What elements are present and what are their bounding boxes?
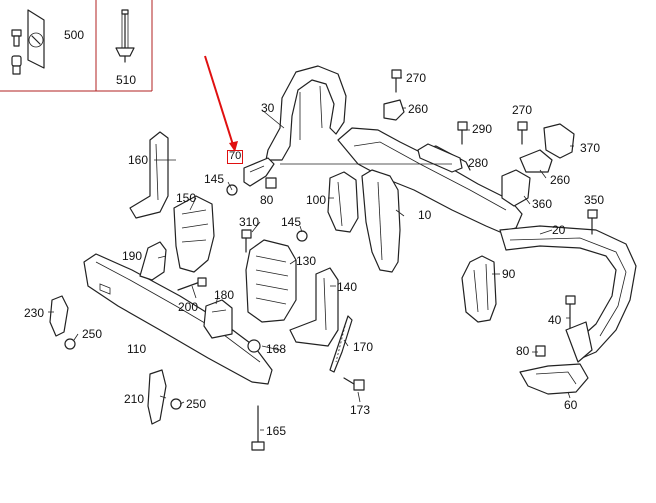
callout-200[interactable]: 200 — [178, 300, 199, 314]
callout-145-center[interactable]: 145 — [281, 215, 302, 229]
part-70-highlight-box — [227, 150, 243, 164]
part-70-bracket — [243, 157, 275, 187]
part-60-bracket — [519, 321, 593, 395]
callout-168[interactable]: 168 — [266, 342, 287, 356]
bolt-173 — [343, 377, 365, 391]
part-280-bracket — [417, 143, 463, 173]
part-160-bracket — [129, 131, 169, 219]
callout-80-right[interactable]: 80 — [516, 344, 530, 358]
callout-20[interactable]: 20 — [552, 223, 566, 237]
callout-360[interactable]: 360 — [532, 197, 553, 211]
bolt-510-drawing — [115, 9, 135, 63]
callout-260-top[interactable]: 260 — [408, 102, 429, 116]
callout-230[interactable]: 230 — [24, 306, 45, 320]
callout-270-top[interactable]: 270 — [406, 71, 427, 85]
bolt-310 — [241, 229, 252, 253]
callout-180[interactable]: 180 — [214, 288, 235, 302]
red-arrow — [204, 55, 238, 152]
callout-290[interactable]: 290 — [472, 122, 493, 136]
nut-168 — [247, 339, 261, 353]
callout-370[interactable]: 370 — [580, 141, 601, 155]
bolt-200 — [177, 277, 207, 291]
part-360-bracket — [501, 169, 531, 207]
part-140-bracket — [289, 267, 339, 347]
callout-10[interactable]: 10 — [418, 208, 432, 222]
callout-260-right[interactable]: 260 — [550, 173, 571, 187]
callout-173[interactable]: 173 — [350, 403, 371, 417]
bolt-270b — [517, 121, 528, 145]
callout-170[interactable]: 170 — [353, 340, 374, 354]
callout-40[interactable]: 40 — [548, 313, 562, 327]
bolt-165 — [251, 405, 265, 451]
callout-100[interactable]: 100 — [306, 193, 327, 207]
part-180-bracket — [203, 299, 233, 339]
nut-250b — [170, 398, 182, 410]
part-20-frame — [499, 225, 637, 359]
callout-250-bottom[interactable]: 250 — [186, 397, 207, 411]
callout-110[interactable]: 110 — [127, 342, 147, 356]
callout-70[interactable]: 70 — [229, 150, 242, 162]
bolt-290 — [457, 121, 468, 145]
part-210-bracket — [147, 369, 167, 425]
callout-140[interactable]: 140 — [337, 280, 358, 294]
bolt-80a — [265, 177, 277, 189]
part-170-strip — [329, 315, 353, 373]
part-190-bracket — [139, 241, 167, 281]
part-110-beam — [83, 253, 273, 385]
callout-350[interactable]: 350 — [584, 193, 605, 207]
callout-210[interactable]: 210 — [124, 392, 145, 406]
bolt-80b — [535, 345, 546, 357]
bolt-350 — [587, 209, 598, 235]
callout-145-left[interactable]: 145 — [204, 172, 225, 186]
bolt-270a — [391, 69, 402, 93]
nut-145b — [296, 230, 308, 242]
part-150-bracket — [173, 195, 215, 273]
callout-310[interactable]: 310 — [239, 215, 260, 229]
callout-250-left[interactable]: 250 — [82, 327, 103, 341]
part-230-bracket — [49, 295, 69, 337]
callout-510[interactable]: 510 — [116, 73, 137, 87]
callout-130[interactable]: 130 — [296, 254, 317, 268]
callout-80-top[interactable]: 80 — [260, 193, 274, 207]
callout-60[interactable]: 60 — [564, 398, 578, 412]
leader-lines — [48, 77, 598, 431]
callout-165[interactable]: 165 — [266, 424, 287, 438]
nut-250a — [64, 338, 76, 350]
callout-30[interactable]: 30 — [261, 101, 275, 115]
callout-500[interactable]: 500 — [64, 28, 85, 42]
callout-190[interactable]: 190 — [122, 249, 143, 263]
callout-90[interactable]: 90 — [502, 267, 516, 281]
callout-160[interactable]: 160 — [128, 153, 149, 167]
part-90-bracket — [461, 255, 497, 323]
part-370-bracket — [543, 123, 575, 159]
callout-150[interactable]: 150 — [176, 191, 197, 205]
part-100-bracket — [327, 171, 359, 233]
callout-270-right[interactable]: 270 — [512, 103, 533, 117]
bolt-500-drawing — [11, 9, 45, 75]
part-130-bracket — [245, 239, 297, 323]
part-260-clips — [383, 99, 553, 173]
callout-280[interactable]: 280 — [468, 156, 489, 170]
part-30-arch — [265, 65, 347, 161]
bolt-40 — [565, 295, 576, 329]
